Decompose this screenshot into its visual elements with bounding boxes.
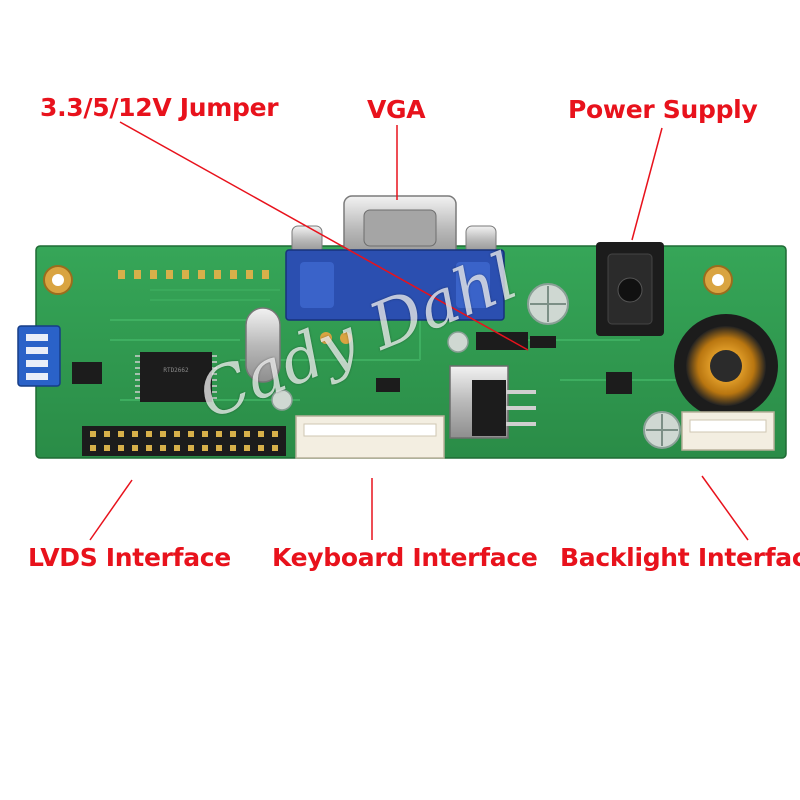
lvds-pointer-line <box>89 479 133 541</box>
voltage-regulator <box>449 365 536 439</box>
mounting-hole-right <box>703 265 733 295</box>
mounting-hole-left <box>43 265 73 295</box>
eeprom-chip <box>72 362 102 384</box>
small-capacitor <box>271 389 293 411</box>
lvds-pin-header <box>82 426 286 456</box>
backlight-pointer-line <box>701 475 749 541</box>
keyboard-connector <box>295 415 445 459</box>
jumper-header <box>476 332 556 350</box>
capacitor <box>643 411 681 449</box>
test-pad <box>340 332 352 344</box>
regulator-chip <box>606 372 632 394</box>
test-pad <box>320 332 332 344</box>
callout-lines <box>89 121 749 541</box>
small-ic <box>376 378 400 392</box>
vga-connector <box>285 195 505 321</box>
header-pads <box>118 270 269 279</box>
power-jack <box>596 242 664 336</box>
main-controller-chip: RTD2662 <box>135 352 217 402</box>
blue-side-connector <box>17 325 61 387</box>
jumper-label: 3.3/5/12V Jumper <box>40 93 279 122</box>
keyboard-interface-label: Keyboard Interface <box>272 543 538 572</box>
power-pointer-line <box>631 127 663 241</box>
toroid-inductor <box>674 314 778 418</box>
vga-label: VGA <box>367 95 426 124</box>
backlight-connector <box>681 411 775 451</box>
jumper-pointer-line <box>119 121 529 351</box>
backlight-interface-label: Backlight Interface <box>560 543 800 572</box>
capacitor <box>527 283 569 325</box>
small-capacitor <box>447 331 469 353</box>
svg-text:RTD2662: RTD2662 <box>163 367 189 374</box>
power-supply-label: Power Supply <box>568 95 758 124</box>
crystal-oscillator <box>245 307 281 383</box>
lvds-interface-label: LVDS Interface <box>28 543 231 572</box>
